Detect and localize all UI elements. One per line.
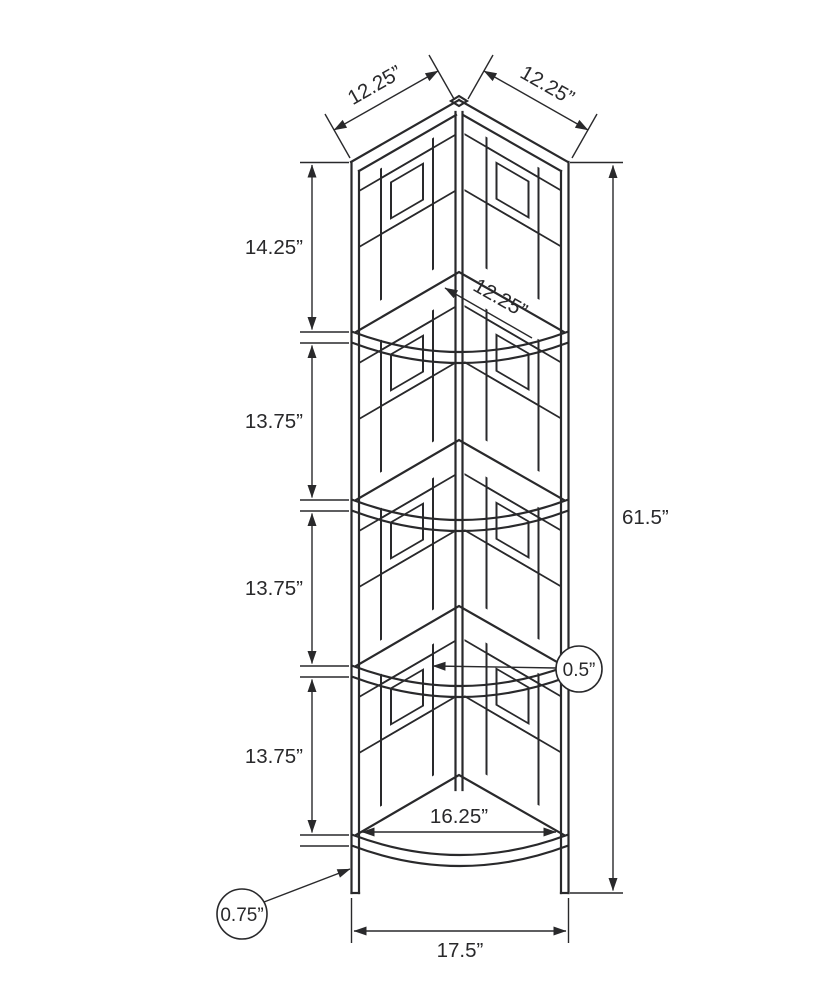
shelf-3 xyxy=(351,604,569,699)
dim-label-section-3: 13.75” xyxy=(245,577,303,600)
dim-label-overall-height: 61.5” xyxy=(622,506,669,529)
shelf-4 xyxy=(351,773,569,868)
callout-circle xyxy=(216,888,268,940)
dim-label-top-right-width: 12.25” xyxy=(516,61,578,110)
dim-left-chain: 14.25” 13.75” 13.75” 13.75” xyxy=(245,161,349,847)
shelf-1 xyxy=(351,270,569,365)
dim-label-shelf-depth: 12.25” xyxy=(469,274,531,323)
lattice-motif xyxy=(357,463,457,655)
lattice-motif xyxy=(357,123,457,315)
dim-label-inner-width: 16.25” xyxy=(430,805,488,828)
dim-shelf-depth: 12.25” xyxy=(444,274,533,339)
dim-label-overall-width: 17.5” xyxy=(437,939,484,962)
lattice-left-panel xyxy=(357,123,457,821)
lattice-motif xyxy=(357,295,457,487)
dim-top-left-width: 12.25” xyxy=(324,54,455,159)
shelf-2 xyxy=(351,438,569,533)
dim-label-section-top: 14.25” xyxy=(245,236,303,259)
dim-label-section-4: 13.75” xyxy=(245,745,303,768)
callout-label-shelf-thickness: 0.5” xyxy=(563,660,596,681)
callout-leg-thickness: 0.75” xyxy=(216,868,351,940)
callout-shelf-thickness: 0.5” xyxy=(432,645,603,693)
lattice-motif xyxy=(463,463,562,654)
bookcase-frame xyxy=(349,94,570,895)
dim-overall-width: 17.5” xyxy=(350,898,570,962)
dim-label-section-2: 13.75” xyxy=(245,410,303,433)
corner-cap xyxy=(448,94,470,108)
dim-label-top-left-width: 12.25” xyxy=(344,61,406,110)
dim-overall-height: 61.5” xyxy=(570,161,669,894)
lattice-motif xyxy=(463,295,562,486)
dim-inner-width: 16.25” xyxy=(361,805,557,837)
callout-circle xyxy=(555,645,603,693)
lattice-motif xyxy=(463,629,562,820)
callout-label-leg-thickness: 0.75” xyxy=(220,905,263,926)
lattice-motif xyxy=(357,629,457,821)
